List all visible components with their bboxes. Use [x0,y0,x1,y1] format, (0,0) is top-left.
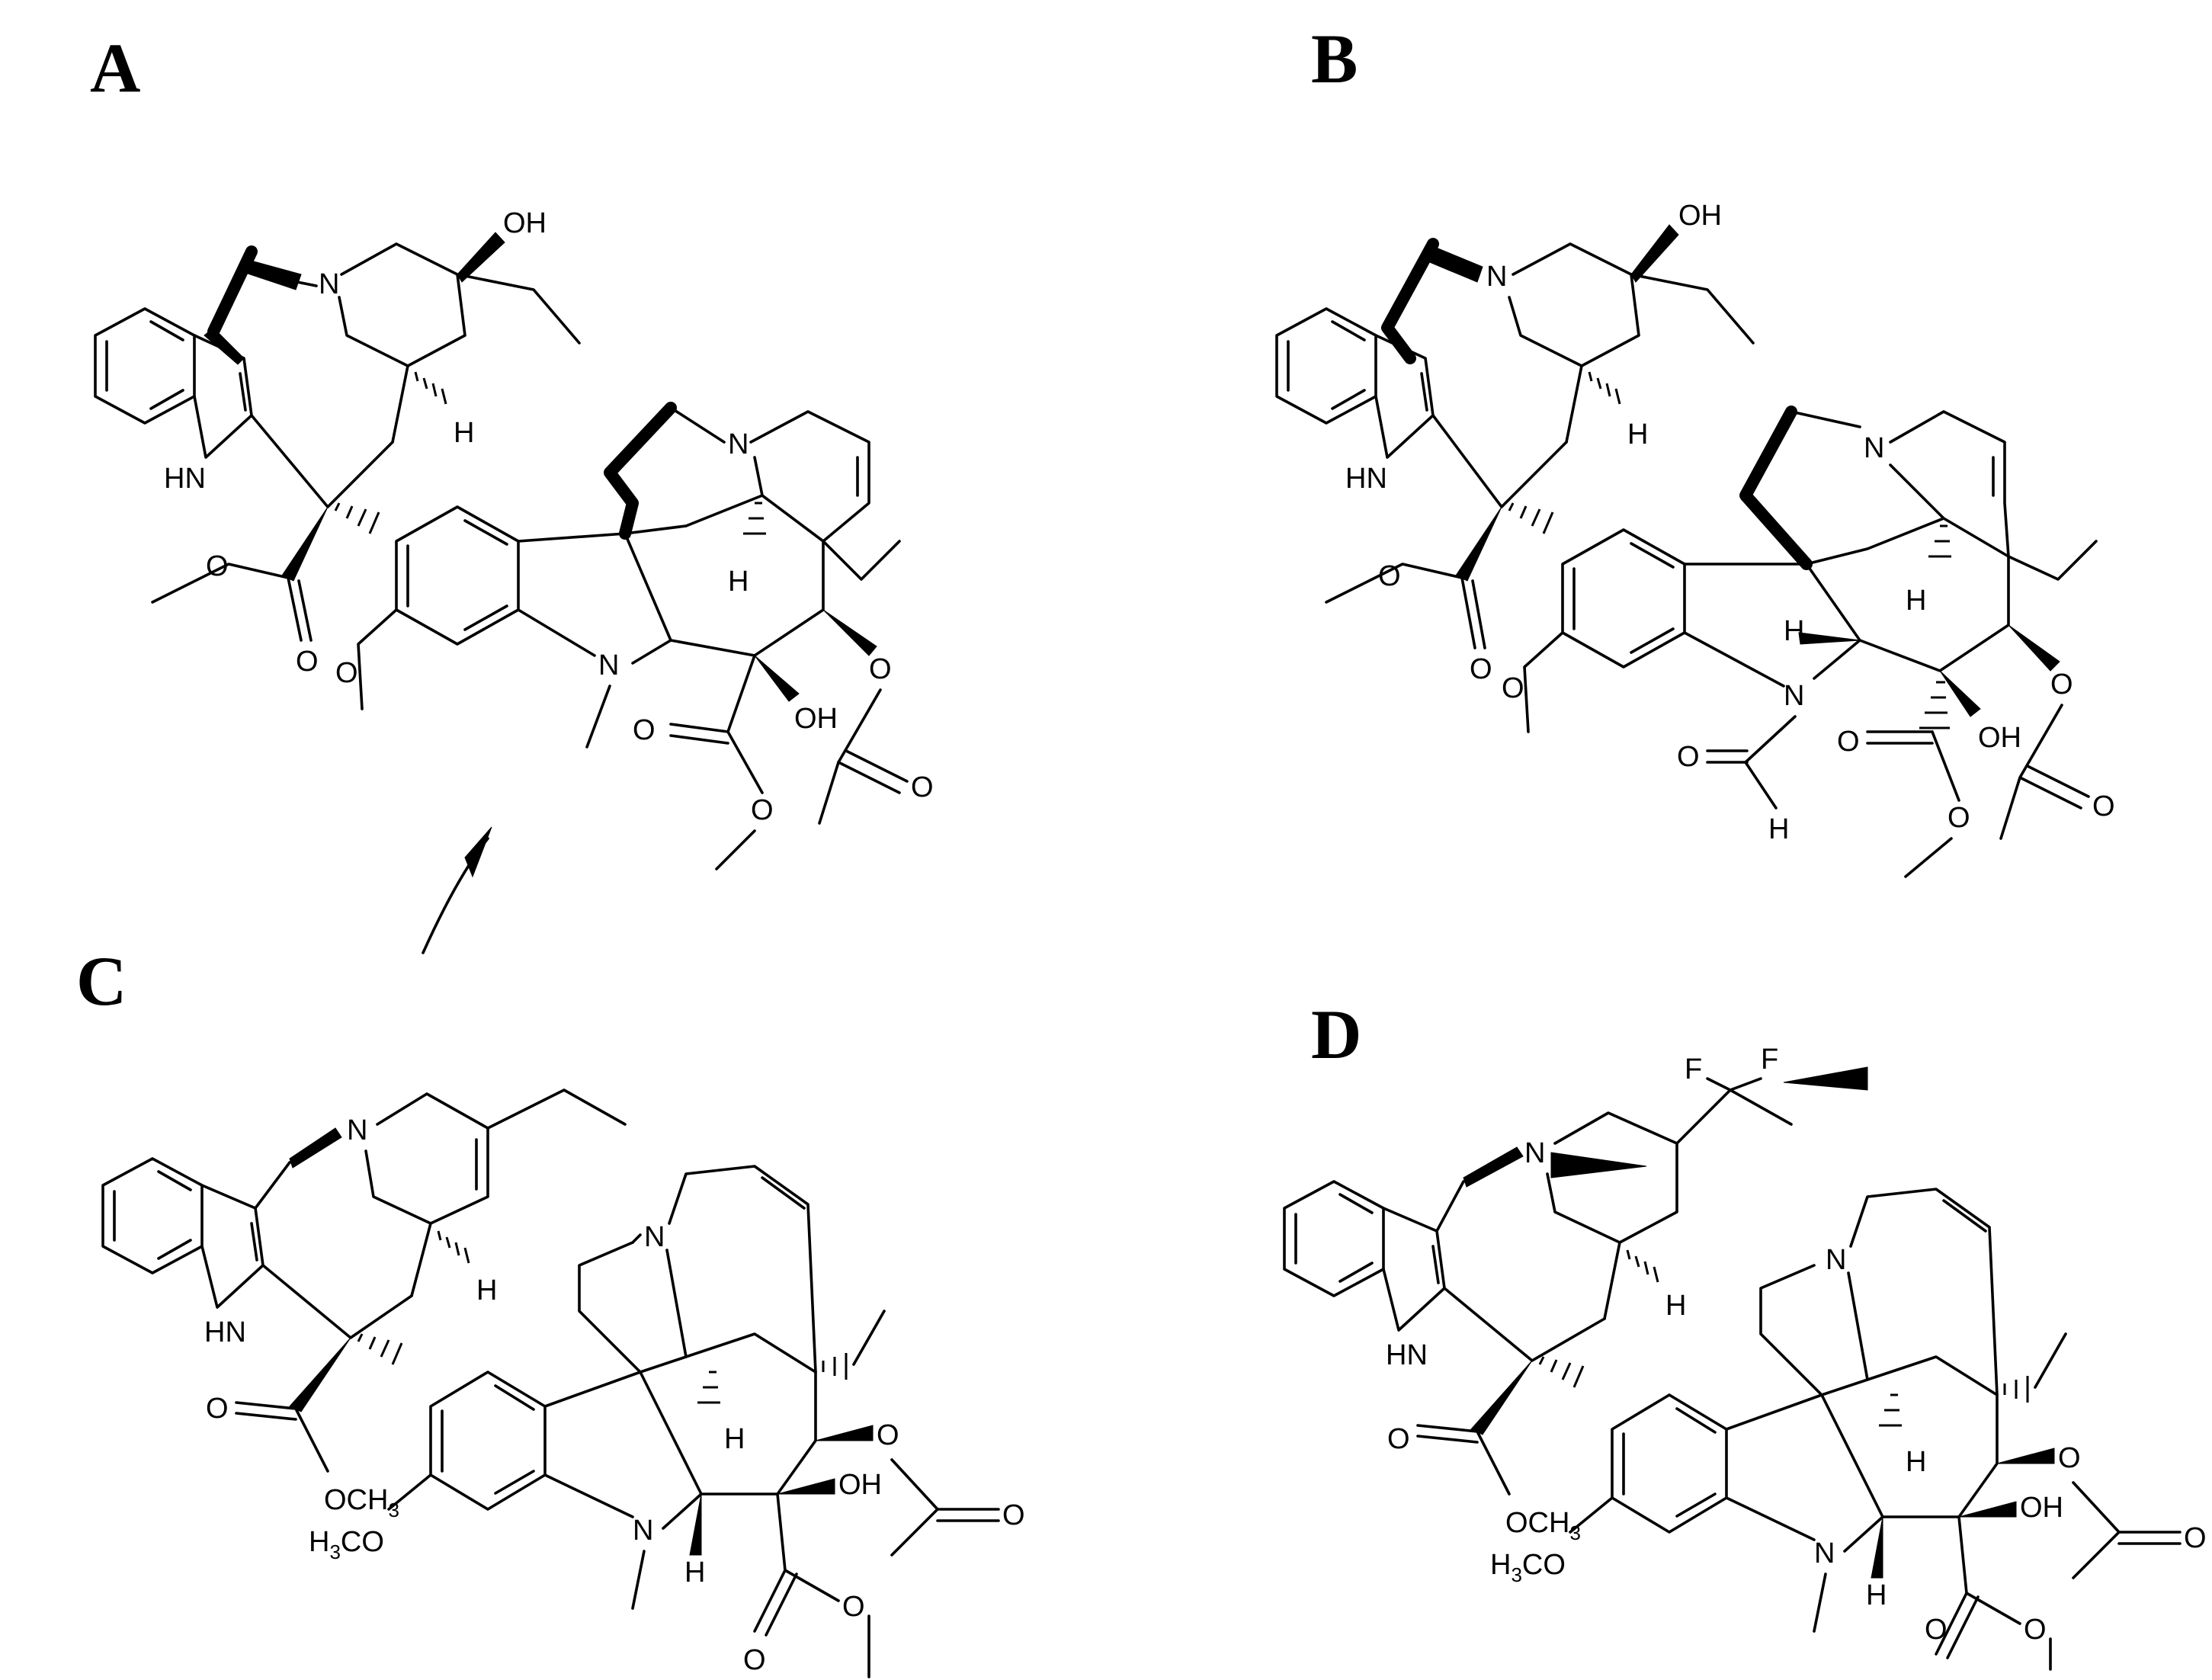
svg-text:H: H [476,1274,497,1306]
svg-text:H: H [1665,1290,1686,1322]
panel-label-b: B [1311,20,1358,98]
structure-a: HN N OH H O O O N [94,207,934,954]
svg-text:O: O [1502,672,1524,704]
panel-label-a: A [90,29,140,107]
svg-text:H3CO: H3CO [309,1526,384,1563]
svg-text:O: O [206,1393,229,1425]
svg-text:H: H [1866,1579,1887,1611]
svg-text:H: H [1906,585,1926,617]
svg-text:N: N [1814,1537,1835,1569]
svg-text:H: H [1784,615,1804,647]
structure-b: HN N OH H O O O N O H H N [1275,200,2115,878]
svg-text:OH: OH [1978,722,2021,754]
svg-text:OCH3: OCH3 [324,1484,399,1521]
svg-text:O: O [206,550,229,582]
svg-text:F: F [1685,1053,1702,1085]
svg-text:O: O [1002,1499,1025,1531]
panel-label-c: C [76,942,127,1020]
svg-text:O: O [842,1591,865,1623]
structure-c: HN N H O OCH3 H3CO N H N H [101,1088,1025,1678]
svg-text:H: H [728,566,749,598]
svg-text:HN: HN [164,463,206,495]
svg-text:O: O [1925,1614,1948,1646]
svg-text:N: N [319,268,339,300]
svg-text:N: N [598,649,619,681]
svg-text:O: O [335,657,358,689]
svg-text:N: N [1864,432,1884,464]
svg-text:N: N [644,1221,665,1253]
svg-text:HN: HN [204,1316,246,1348]
svg-text:O: O [1378,560,1401,592]
svg-text:O: O [1677,741,1700,773]
svg-text:OH: OH [1678,200,1722,232]
svg-text:O: O [1837,726,1860,758]
svg-text:O: O [2184,1522,2207,1554]
svg-text:O: O [633,714,656,746]
svg-text:O: O [877,1419,899,1451]
svg-text:O: O [2092,790,2115,822]
svg-text:O: O [751,794,774,826]
svg-text:H: H [684,1557,705,1589]
svg-text:N: N [1784,680,1804,712]
svg-text:HN: HN [1345,463,1387,495]
svg-text:O: O [2050,668,2073,701]
structure-d: HN N F F H O OCH3 H3CO N H N [1283,1044,2207,1671]
svg-text:H: H [454,417,474,449]
svg-text:O: O [869,653,892,685]
svg-text:OH: OH [503,207,547,239]
svg-text:N: N [1826,1244,1846,1276]
svg-text:OCH3: OCH3 [1505,1507,1581,1544]
svg-text:N: N [728,428,749,460]
svg-text:N: N [633,1515,653,1547]
svg-text:N: N [1524,1137,1545,1169]
svg-text:F: F [1761,1044,1778,1076]
svg-text:O: O [296,646,319,678]
svg-text:OH: OH [794,703,838,735]
svg-text:O: O [1470,653,1492,685]
svg-text:O: O [2024,1614,2047,1646]
svg-text:H: H [1768,813,1789,845]
svg-text:H: H [724,1423,745,1455]
svg-text:O: O [1948,802,1970,834]
svg-text:N: N [347,1114,367,1146]
svg-text:H3CO: H3CO [1490,1549,1566,1586]
svg-text:H: H [1627,418,1648,450]
svg-text:HN: HN [1386,1339,1428,1371]
svg-text:O: O [743,1644,766,1676]
svg-text:O: O [1387,1423,1410,1455]
svg-text:OH: OH [838,1469,882,1501]
svg-text:OH: OH [2020,1492,2063,1524]
panel-label-d: D [1311,995,1361,1073]
svg-text:O: O [2058,1442,2081,1474]
svg-text:H: H [1906,1446,1926,1478]
svg-text:O: O [911,771,934,803]
svg-text:N: N [1486,261,1507,293]
